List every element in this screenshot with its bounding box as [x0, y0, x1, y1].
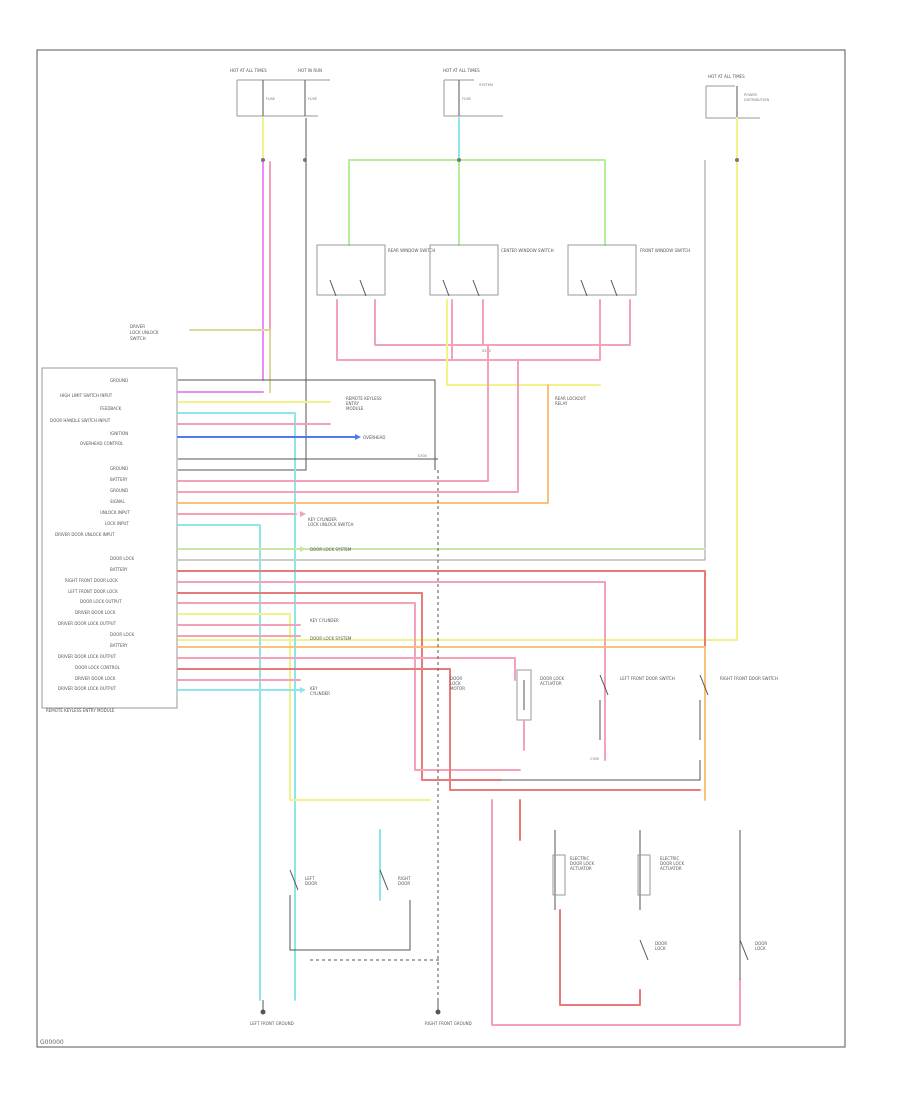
pin-24: DRIVER DOOR LOCK: [75, 676, 116, 681]
svg-text:MOTOR: MOTOR: [450, 686, 465, 691]
center-window-switch-label: CENTER WINDOW SWITCH: [501, 248, 554, 253]
svg-text:DOOR: DOOR: [450, 676, 462, 681]
svg-text:RELAY: RELAY: [555, 401, 568, 406]
left-front-door-switch-label: LEFT FRONT DOOR SWITCH: [620, 676, 675, 681]
fuse-block-right: HOT AT ALL TIMES POWER DISTRIBUTION: [705, 74, 769, 119]
svg-text:FUSE: FUSE: [462, 97, 471, 101]
pin-7: BATTERY: [110, 477, 128, 482]
pin-18: DRIVER DOOR LOCK: [75, 610, 116, 615]
door-lock-actuator-group: DOOR LOCK ACTUATOR LEFT FRONT DOOR SWITC…: [450, 669, 778, 761]
svg-text:S300: S300: [418, 454, 427, 458]
lower-left-switches: LEFT DOOR RIGHT DOOR: [289, 829, 440, 961]
svg-text:FUSE: FUSE: [266, 97, 275, 101]
pin-20: DOOR LOCK: [110, 632, 134, 637]
fuse-block-left: HOT AT ALL TIMES HOT IN RUN FUSE FUSE: [230, 68, 330, 117]
svg-text:DISTRIBUTION: DISTRIBUTION: [744, 98, 769, 102]
pin-4: IGNITION: [110, 431, 128, 436]
svg-text:KEY: KEY: [310, 686, 318, 691]
remote-keyless-entry-module: REMOTE KEYLESS ENTRY MODULE GROUND HIGH …: [41, 367, 178, 713]
svg-text:DOOR LOCK: DOOR LOCK: [660, 861, 684, 866]
pin-6: GROUND: [110, 466, 128, 471]
right-front-door-switch-label: RIGHT FRONT DOOR SWITCH: [720, 676, 778, 681]
rear-window-switch: REAR WINDOW SWITCH: [316, 244, 435, 297]
svg-text:KEY CYLINDER: KEY CYLINDER: [308, 517, 337, 522]
pin-17: DOOR LOCK OUTPUT: [80, 599, 122, 604]
svg-text:CYLINDER: CYLINDER: [310, 691, 330, 696]
pin-12: DRIVER DOOR UNLOCK INPUT: [55, 532, 115, 537]
pin-8: GROUND: [110, 488, 128, 493]
fuse-right-label: HOT AT ALL TIMES: [708, 74, 745, 79]
left-ground-label: LEFT FRONT GROUND: [250, 1021, 294, 1026]
svg-text:ENTRY: ENTRY: [346, 401, 359, 406]
pin-3: DOOR HANDLE SWITCH INPUT: [50, 418, 111, 423]
svg-text:LOCK: LOCK: [655, 946, 666, 951]
svg-text:OVERHEAD: OVERHEAD: [363, 435, 385, 440]
pin-2: FEEDBACK: [100, 406, 122, 411]
rear-window-switch-label: REAR WINDOW SWITCH: [388, 248, 435, 253]
svg-text:KEY CYLINDER: KEY CYLINDER: [310, 618, 339, 623]
pin-22: DRIVER DOOR LOCK OUTPUT: [58, 654, 117, 659]
diagram-frame: [36, 49, 846, 1048]
diagram-code: G00000: [40, 1039, 64, 1046]
right-front-ground: RIGHT FRONT GROUND: [425, 1000, 472, 1026]
svg-text:DOOR LOCK: DOOR LOCK: [570, 861, 594, 866]
pin-13: DOOR LOCK: [110, 556, 134, 561]
fuse-run-label: HOT IN RUN: [298, 68, 322, 73]
svg-text:ACTUATOR: ACTUATOR: [540, 681, 562, 686]
pin-1: HIGH LIMIT SWITCH INPUT: [60, 393, 113, 398]
svg-text:ACTUATOR: ACTUATOR: [570, 866, 592, 871]
svg-text:S200: S200: [482, 349, 491, 353]
svg-text:MODULE: MODULE: [346, 406, 364, 411]
svg-text:LOCK UNLOCK SWITCH: LOCK UNLOCK SWITCH: [308, 522, 353, 527]
pin-25: DRIVER DOOR LOCK OUTPUT: [58, 686, 117, 691]
svg-text:DOOR LOCK SYSTEM: DOOR LOCK SYSTEM: [310, 636, 352, 641]
pin-21: BATTERY: [110, 643, 128, 648]
pin-0: GROUND: [110, 378, 128, 383]
fuse-left-label: HOT AT ALL TIMES: [230, 68, 267, 73]
front-window-switch: FRONT WINDOW SWITCH: [567, 244, 690, 297]
svg-text:RIGHT: RIGHT: [398, 876, 411, 881]
svg-text:LOCK: LOCK: [450, 681, 461, 686]
svg-text:ELECTRIC: ELECTRIC: [570, 856, 589, 861]
svg-text:ACTUATOR: ACTUATOR: [660, 866, 682, 871]
pin-15: RIGHT FRONT DOOR LOCK: [65, 578, 118, 583]
center-window-switch: CENTER WINDOW SWITCH: [429, 244, 554, 297]
right-ground-label: RIGHT FRONT GROUND: [425, 1021, 472, 1026]
lower-actuator-group: ELECTRIC DOOR LOCK ACTUATOR ELECTRIC DOO…: [491, 799, 767, 1026]
pin-11: LOCK INPUT: [105, 521, 129, 526]
svg-text:REMOTE KEYLESS: REMOTE KEYLESS: [346, 396, 382, 401]
svg-text:DOOR LOCK: DOOR LOCK: [540, 676, 564, 681]
svg-text:POWER: POWER: [744, 93, 758, 97]
svg-text:SYSTEM: SYSTEM: [479, 83, 493, 87]
svg-text:DOOR: DOOR: [655, 941, 667, 946]
svg-text:SWITCH: SWITCH: [130, 336, 146, 341]
svg-text:DRIVER: DRIVER: [130, 324, 145, 329]
module-label: REMOTE KEYLESS ENTRY MODULE: [46, 708, 115, 713]
pin-5: OVERHEAD CONTROL: [80, 441, 124, 446]
svg-text:ELECTRIC: ELECTRIC: [660, 856, 679, 861]
left-front-ground: LEFT FRONT GROUND: [250, 1000, 294, 1026]
fuse-center-label: HOT AT ALL TIMES: [443, 68, 480, 73]
svg-text:DOOR LOCK SYSTEM: DOOR LOCK SYSTEM: [310, 547, 352, 552]
front-window-switch-label: FRONT WINDOW SWITCH: [640, 248, 690, 253]
pin-23: DOOR LOCK CONTROL: [75, 665, 121, 670]
svg-text:REAR LOCKOUT: REAR LOCKOUT: [555, 396, 587, 401]
svg-text:LEFT: LEFT: [305, 876, 315, 881]
fuse-block-center: HOT AT ALL TIMES SYSTEM FUSE: [443, 68, 503, 117]
svg-text:C300: C300: [590, 757, 599, 761]
pin-16: LEFT FRONT DOOR LOCK: [68, 589, 118, 594]
pin-19: DRIVER DOOR LOCK OUTPUT: [58, 621, 117, 626]
svg-text:DOOR: DOOR: [755, 941, 767, 946]
svg-text:LOCK UNLOCK: LOCK UNLOCK: [130, 330, 159, 335]
svg-text:LOCK: LOCK: [755, 946, 766, 951]
svg-text:FUSE: FUSE: [308, 97, 317, 101]
svg-text:DOOR: DOOR: [305, 881, 317, 886]
pin-10: UNLOCK INPUT: [100, 510, 130, 515]
svg-text:DOOR: DOOR: [398, 881, 410, 886]
pin-14: BATTERY: [110, 567, 128, 572]
pin-9: SIGNAL: [110, 499, 126, 504]
